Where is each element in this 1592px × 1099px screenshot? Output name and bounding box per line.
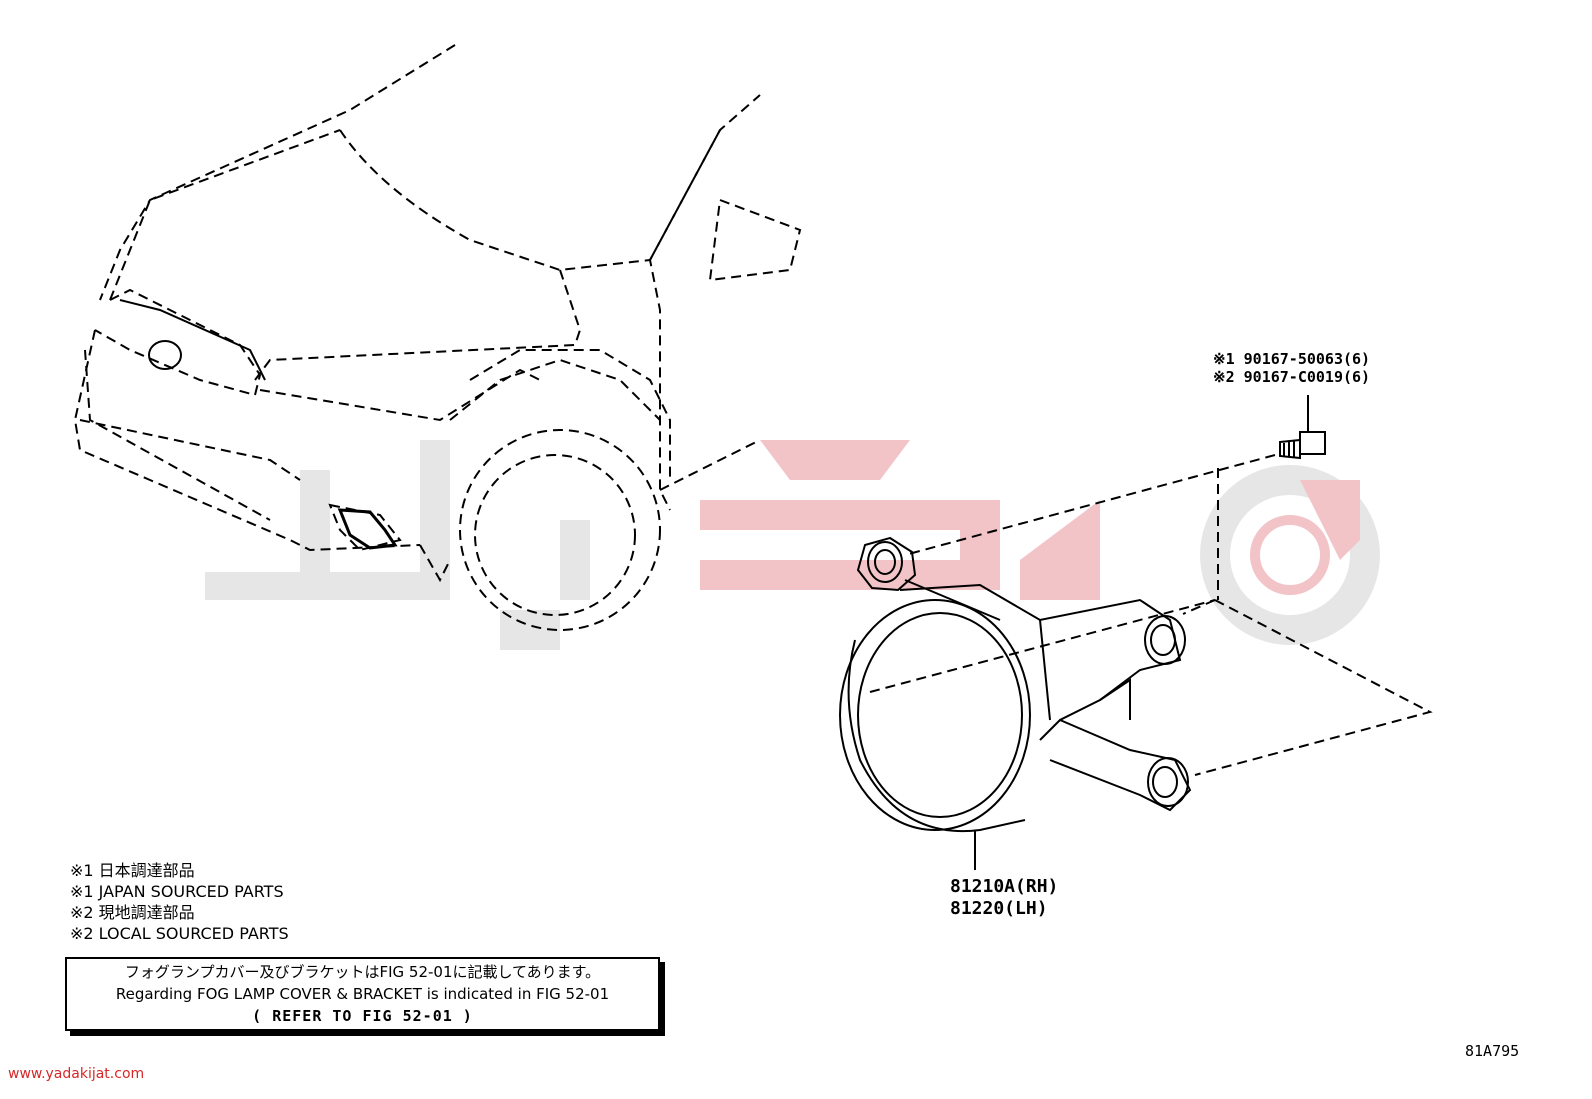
fog-lamp-part-number-lh: 81220(LH) [950,898,1048,919]
screw-part [1279,395,1326,460]
watermark-url: www.yadakijat.com [8,1066,145,1082]
legend-local-en: ※2 LOCAL SOURCED PARTS [70,924,289,943]
watermark-logo [205,440,1380,650]
legend-local-jp: ※2 現地調達部品 [70,903,195,922]
legend-japan-jp: ※1 日本調達部品 [70,861,195,880]
note-english: Regarding FOG LAMP COVER & BRACKET is in… [115,985,610,1003]
reference-note-box: フォグランプカバー及びブラケットはFIG 52-01に記載してあります。 Reg… [65,957,660,1031]
screw-part-number-2: ※2 90167-C0019(6) [1213,368,1371,386]
fog-lamp-part-number-rh: 81210A(RH) [950,876,1059,897]
screw-part-number-1: ※1 90167-50063(6) [1213,350,1371,368]
note-japanese: フォグランプカバー及びブラケットはFIG 52-01に記載してあります。 [124,963,601,981]
figure-id: 81A795 [1465,1042,1520,1060]
note-reference: ( REFER TO FIG 52-01 ) [252,1007,473,1025]
fog-lamp-part [839,536,1192,870]
grille-emblem [119,299,398,550]
vehicle-outline [73,44,802,631]
legend-japan-en: ※1 JAPAN SOURCED PARTS [70,882,284,901]
